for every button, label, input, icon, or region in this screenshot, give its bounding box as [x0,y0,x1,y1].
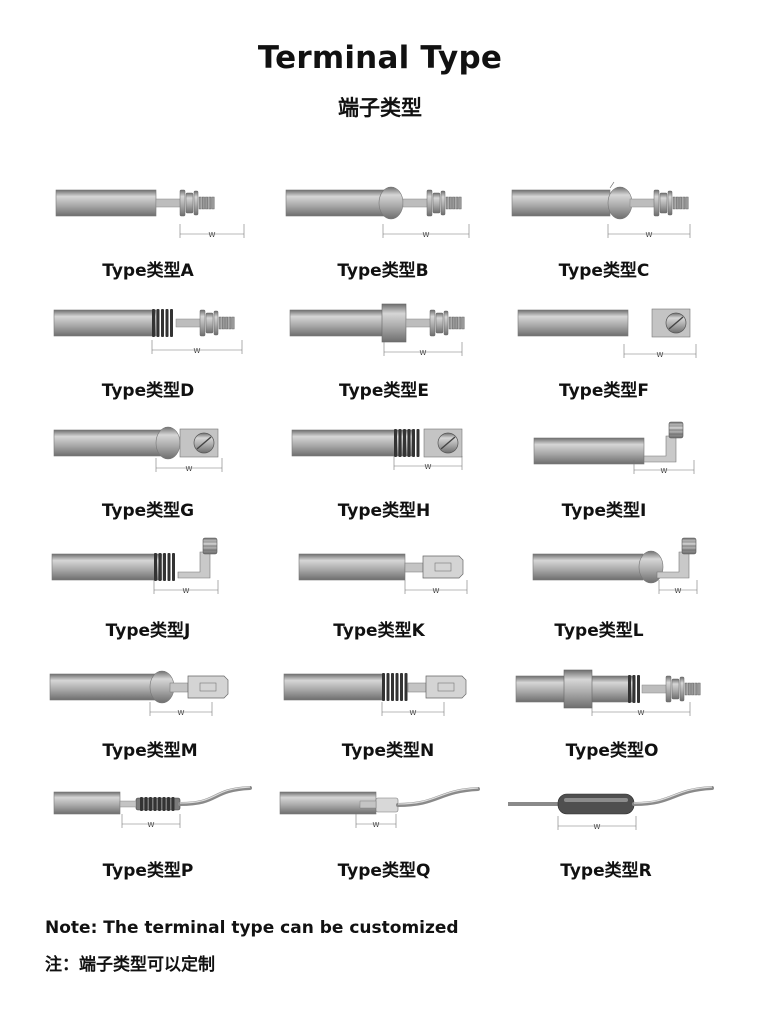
terminal-cell-c: W Type类型C [484,180,724,295]
terminal-drawing-n: W [283,673,467,717]
terminal-drawing-g: W [53,426,223,473]
terminal-drawing-m: W [49,670,229,717]
terminal-cell-e: W Type类型E [264,300,504,415]
terminal-drawing-a: W [55,189,245,239]
terminal-drawing-j: W [51,537,219,595]
terminal-label-c: Type类型C [558,261,650,281]
svg-text:W: W [186,465,193,473]
terminal-label-m: Type类型M [102,741,198,761]
terminal-drawing-k: W [298,553,468,595]
terminal-cell-i: W Type类型I [484,420,724,535]
terminal-label-h: Type类型H [337,501,431,521]
terminal-label-a: Type类型A [102,261,194,281]
terminal-drawing-p: W [53,786,252,829]
terminal-label-r: Type类型R [560,861,652,881]
svg-text:W: W [410,709,417,717]
terminal-drawing-b: W [285,186,470,239]
note-chinese: 注：端子类型可以定制 [45,955,215,975]
terminal-label-n: Type类型N [341,741,435,761]
page-title: Terminal Type [257,40,503,76]
terminal-cell-g: W Type类型G [28,420,268,535]
note-english: Note: The terminal type can be customize… [45,918,459,938]
terminal-cell-n: W Type类型N [268,660,508,775]
terminal-label-p: Type类型P [102,861,194,881]
terminal-label-f: Type类型F [559,381,649,401]
svg-text:W: W [373,821,380,829]
svg-text:W: W [594,823,601,831]
terminal-drawing-o: W [515,669,701,717]
terminal-drawing-i: W [533,421,695,475]
terminal-drawing-c: W [511,181,691,239]
svg-text:W: W [148,821,155,829]
svg-text:W: W [425,463,432,471]
svg-text:W: W [675,587,682,595]
terminal-label-e: Type类型E [339,381,429,401]
terminal-drawing-r: W [508,786,714,831]
page-subtitle: 端子类型 [338,96,422,120]
terminal-cell-o: W Type类型O [492,660,732,775]
terminal-label-g: Type类型G [101,501,195,521]
svg-text:W: W [178,709,185,717]
terminal-label-d: Type类型D [101,381,195,401]
terminal-cell-l: W Type类型L [479,537,719,655]
terminal-cell-h: W Type类型H [264,420,504,535]
terminal-cell-r: W Type类型R [486,780,726,895]
svg-text:W: W [646,231,653,239]
terminal-cell-b: W Type类型B [263,180,503,295]
terminal-drawing-d: W [53,309,243,355]
terminal-cell-a: W Type类型A [28,180,268,295]
terminal-label-b: Type类型B [337,261,429,281]
terminal-cell-p: W Type类型P [28,780,268,895]
svg-text:W: W [433,587,440,595]
svg-text:W: W [194,347,201,355]
terminal-cell-j: W Type类型J [28,537,268,655]
terminal-label-k: Type类型K [333,621,425,641]
terminal-label-j: Type类型J [105,621,191,641]
svg-text:W: W [638,709,645,717]
terminal-cell-f: W Type类型F [484,300,724,415]
terminal-cell-m: W Type类型M [30,660,270,775]
terminal-label-l: Type类型L [554,621,644,641]
terminal-label-o: Type类型O [565,741,659,761]
terminal-label-q: Type类型Q [337,861,431,881]
terminal-cell-k: W Type类型K [259,540,499,655]
svg-text:W: W [661,467,668,475]
terminal-drawing-l: W [532,537,698,595]
terminal-cell-q: W Type类型Q [264,780,504,895]
svg-text:W: W [209,231,216,239]
svg-text:W: W [420,349,427,357]
terminal-drawing-e: W [289,303,465,357]
svg-text:W: W [657,351,664,359]
terminal-drawing-q: W [279,787,480,829]
svg-text:W: W [183,587,190,595]
svg-text:W: W [423,231,430,239]
terminal-drawing-h: W [291,428,463,471]
terminal-cell-d: W Type类型D [28,300,268,415]
terminal-drawing-f: W [517,308,697,359]
terminal-label-i: Type类型I [561,501,647,521]
